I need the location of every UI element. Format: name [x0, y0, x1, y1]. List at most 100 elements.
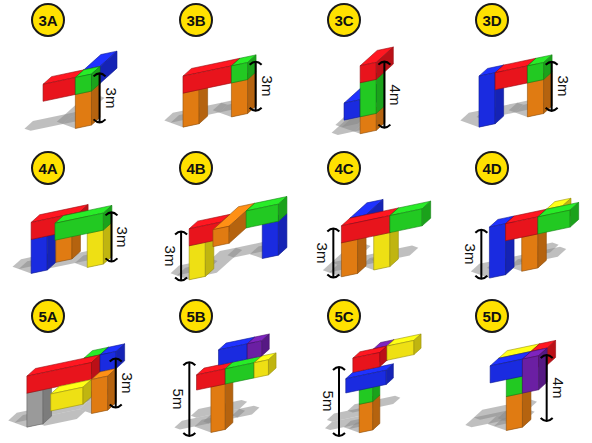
dimension-line — [255, 62, 257, 111]
puzzle-id-badge: 4C — [327, 151, 361, 185]
block-face — [231, 63, 247, 83]
block — [100, 344, 125, 372]
dimension-line — [383, 62, 385, 128]
block-face — [189, 242, 205, 279]
dimension-cap — [110, 404, 122, 407]
dimension-cap — [105, 212, 117, 215]
block-face — [527, 80, 543, 117]
block-face — [51, 387, 83, 411]
dimension-cap — [175, 278, 187, 281]
block-face — [360, 62, 376, 82]
dimension-cap — [378, 62, 390, 65]
puzzle-id-badge: 5D — [475, 299, 509, 333]
dimension-label: 4m — [388, 84, 403, 105]
block-face — [353, 352, 380, 372]
puzzle-id-badge: 3A — [31, 3, 65, 37]
block-face — [506, 217, 538, 241]
dimension-cap — [94, 119, 106, 122]
block-face — [547, 340, 556, 365]
block-shadow — [24, 114, 71, 131]
dimension-cap — [175, 232, 187, 235]
block-face — [254, 360, 268, 378]
puzzle-id-badge: 5B — [179, 299, 213, 333]
block — [353, 346, 387, 372]
block-structure — [465, 340, 555, 430]
block-face — [527, 63, 543, 83]
block-face — [278, 197, 287, 222]
dimension-cap — [333, 433, 345, 436]
dimension-line — [99, 73, 101, 122]
puzzle-id: 5B — [186, 309, 205, 324]
dimension-cap — [546, 62, 558, 65]
puzzle-id: 5C — [334, 309, 353, 324]
dimension-line — [115, 358, 117, 407]
dimension-label: 5m — [321, 391, 336, 412]
block-face — [380, 346, 387, 367]
block-face — [387, 340, 414, 360]
dimension-label: 3m — [103, 87, 118, 108]
dimension-line — [188, 362, 190, 436]
dimension-cap — [541, 418, 553, 421]
puzzle-id-badge: 4D — [475, 151, 509, 185]
block-face — [225, 377, 233, 429]
block-face — [262, 221, 278, 258]
dimension-line — [332, 229, 334, 278]
dimension-label: 3m — [119, 373, 134, 394]
block-face — [495, 66, 527, 90]
block-face — [341, 239, 357, 276]
puzzle-id: 4C — [334, 161, 353, 176]
block-face — [344, 100, 360, 120]
block-face — [87, 230, 103, 267]
dimension-line — [180, 232, 182, 281]
puzzle-id-badge: 4B — [179, 151, 213, 185]
dimension-cap — [333, 367, 345, 370]
block — [75, 66, 100, 94]
block-face — [31, 236, 47, 273]
block — [55, 205, 112, 240]
dimension-line — [551, 62, 553, 111]
block-structure — [13, 205, 112, 274]
block-face — [218, 344, 247, 365]
block-face — [116, 344, 125, 369]
block-structure — [323, 199, 431, 276]
dimension-cap — [327, 229, 339, 232]
dimension-cap — [475, 230, 487, 233]
block-face — [522, 356, 538, 393]
dimension-label: 3m — [463, 244, 478, 265]
block — [247, 334, 269, 359]
block-face — [390, 209, 422, 233]
block — [527, 55, 552, 83]
block — [231, 55, 256, 83]
block — [51, 380, 92, 411]
dimension-cap — [546, 108, 558, 111]
block-face — [386, 364, 393, 385]
block-face — [489, 224, 505, 278]
block-face — [414, 334, 421, 355]
dimension-cap — [475, 276, 487, 279]
block-face — [359, 401, 372, 432]
block — [538, 202, 579, 233]
dimension-line — [546, 355, 548, 421]
dimension-cap — [94, 73, 106, 76]
dimension-cap — [183, 362, 195, 365]
block-structure — [8, 344, 124, 427]
block-face — [262, 334, 270, 356]
block-face — [197, 369, 226, 390]
puzzle-id: 3C — [334, 13, 353, 28]
puzzle-id: 4B — [186, 161, 205, 176]
puzzle-id-badge: 3D — [475, 3, 509, 37]
block-face — [522, 234, 538, 271]
dimension-cap — [541, 355, 553, 358]
block-face — [570, 202, 579, 227]
block-face — [268, 353, 276, 375]
dimension-label: 3m — [555, 76, 570, 97]
block-face — [538, 210, 570, 234]
dimension-label: 5m — [171, 389, 186, 410]
dimension-cap — [327, 275, 339, 278]
puzzle-id: 3B — [186, 13, 205, 28]
block-structure — [171, 197, 287, 280]
dimension-cap — [110, 358, 122, 361]
dimension-label: 3m — [259, 76, 274, 97]
